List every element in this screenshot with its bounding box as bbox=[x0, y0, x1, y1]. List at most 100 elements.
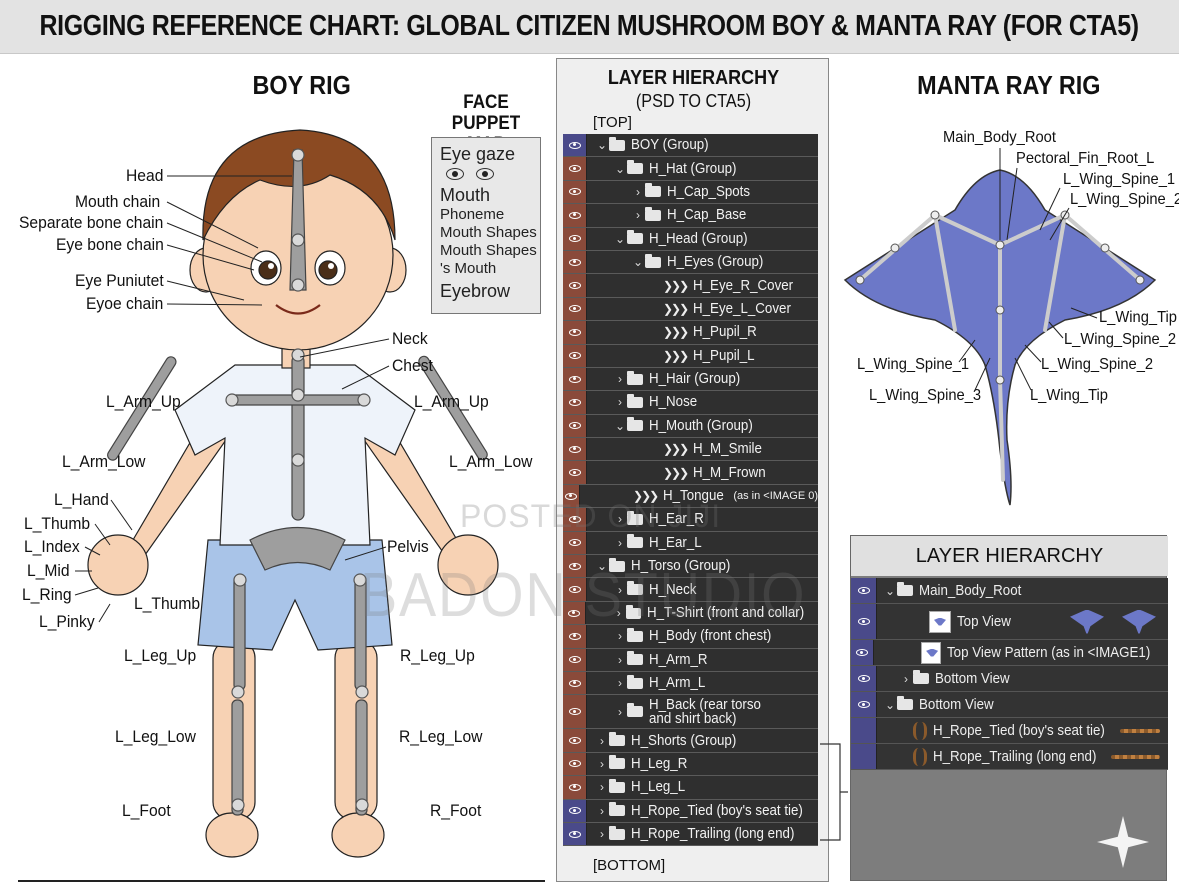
chevron-right-icon[interactable]: › bbox=[636, 208, 640, 223]
layer-row[interactable]: ›H_Cap_Spots bbox=[563, 180, 818, 205]
manta-layer-row[interactable]: ⌄Bottom View bbox=[851, 692, 1168, 718]
layer-row[interactable]: ❯❯❯H_Pupil_R bbox=[563, 321, 818, 345]
visibility-cell[interactable] bbox=[851, 744, 877, 769]
visibility-eye-icon[interactable] bbox=[851, 666, 877, 691]
layer-row[interactable]: ›H_Cap_Base bbox=[563, 204, 818, 228]
layer-row[interactable]: ❯❯❯H_Eye_L_Cover bbox=[563, 297, 818, 322]
visibility-eye-icon[interactable] bbox=[563, 157, 587, 180]
chevron-right-icon[interactable]: › bbox=[618, 676, 622, 691]
layer-row[interactable]: ❯❯❯H_Eye_R_Cover bbox=[563, 274, 818, 298]
visibility-eye-icon[interactable] bbox=[563, 344, 587, 367]
visibility-eye-icon[interactable] bbox=[563, 414, 587, 438]
chevron-down-icon[interactable]: ⌄ bbox=[614, 231, 626, 246]
visibility-eye-icon[interactable] bbox=[563, 484, 581, 508]
layer-row[interactable]: ›H_Body (front chest) bbox=[563, 625, 818, 649]
visibility-eye-icon[interactable] bbox=[563, 648, 587, 671]
visibility-eye-icon[interactable] bbox=[563, 752, 587, 776]
visibility-eye-icon[interactable] bbox=[563, 776, 587, 799]
chevron-right-icon[interactable]: › bbox=[618, 512, 622, 527]
manta-layer-row[interactable]: ›Bottom View bbox=[851, 666, 1168, 692]
manta-layer-row[interactable]: Top View Pattern (as in <IMAGE1) bbox=[851, 640, 1168, 666]
chevron-right-icon[interactable]: › bbox=[618, 652, 622, 667]
chevron-right-icon[interactable]: › bbox=[618, 629, 622, 644]
chevron-right-icon[interactable]: › bbox=[618, 582, 622, 597]
chevron-right-icon[interactable]: › bbox=[618, 372, 622, 387]
visibility-eye-icon[interactable] bbox=[563, 625, 587, 648]
visibility-eye-icon[interactable] bbox=[563, 531, 587, 555]
chevron-down-icon[interactable]: ⌄ bbox=[596, 559, 608, 574]
visibility-eye-icon[interactable] bbox=[563, 367, 587, 391]
visibility-eye-icon[interactable] bbox=[563, 729, 587, 752]
layer-row[interactable]: ›H_Arm_R bbox=[563, 648, 818, 672]
visibility-eye-icon[interactable] bbox=[851, 604, 877, 639]
visibility-eye-icon[interactable] bbox=[851, 640, 875, 665]
chevron-down-icon[interactable]: ⌄ bbox=[632, 255, 644, 270]
visibility-eye-icon[interactable] bbox=[563, 578, 587, 601]
visibility-eye-icon[interactable] bbox=[563, 438, 587, 461]
visibility-eye-icon[interactable] bbox=[851, 578, 877, 603]
chevron-down-icon[interactable]: ⌄ bbox=[614, 161, 626, 176]
layer-row[interactable]: ⌄H_Head (Group) bbox=[563, 227, 818, 251]
manta-layer-row[interactable]: H_Rope_Trailing (long end) bbox=[851, 744, 1168, 770]
visibility-eye-icon[interactable] bbox=[563, 321, 587, 344]
layer-row[interactable]: ⌄H_Eyes (Group) bbox=[563, 250, 818, 275]
chevron-right-icon[interactable]: › bbox=[618, 535, 622, 550]
visibility-eye-icon[interactable] bbox=[563, 799, 587, 822]
visibility-eye-icon[interactable] bbox=[563, 822, 587, 846]
visibility-eye-icon[interactable] bbox=[563, 601, 587, 625]
layer-row[interactable]: ›H_Ear_R bbox=[563, 508, 818, 532]
layer-row[interactable]: ›H_T-Shirt (front and collar) bbox=[563, 601, 818, 626]
visibility-eye-icon[interactable] bbox=[563, 555, 587, 578]
layer-row[interactable]: ›H_Rope_Trailing (long end) bbox=[563, 822, 818, 847]
layer-row[interactable]: ›H_Leg_R bbox=[563, 752, 818, 777]
chevron-down-icon[interactable]: ⌄ bbox=[614, 418, 626, 433]
visibility-eye-icon[interactable] bbox=[563, 134, 587, 157]
layer-row[interactable]: ›H_Hair (Group) bbox=[563, 367, 818, 392]
layer-row[interactable]: ›H_Nose bbox=[563, 391, 818, 415]
layer-row[interactable]: ›H_Ear_L bbox=[563, 531, 818, 556]
chevron-right-icon[interactable]: › bbox=[600, 756, 604, 771]
visibility-eye-icon[interactable] bbox=[563, 508, 587, 531]
layer-row[interactable]: ›H_Shorts (Group) bbox=[563, 729, 818, 753]
chevron-right-icon[interactable]: › bbox=[600, 827, 604, 842]
chevron-down-icon[interactable]: ⌄ bbox=[596, 138, 608, 153]
chevron-right-icon[interactable]: › bbox=[904, 671, 908, 686]
chevron-right-icon[interactable]: › bbox=[618, 704, 622, 719]
chevron-right-icon[interactable]: › bbox=[600, 733, 604, 748]
visibility-eye-icon[interactable] bbox=[563, 461, 587, 484]
visibility-eye-icon[interactable] bbox=[563, 274, 587, 297]
layer-row[interactable]: ›H_Rope_Tied (boy's seat tie) bbox=[563, 799, 818, 823]
visibility-eye-icon[interactable] bbox=[563, 671, 587, 695]
layer-row[interactable]: ›H_Arm_L bbox=[563, 671, 818, 696]
chevron-right-icon[interactable]: › bbox=[636, 184, 640, 199]
layer-row[interactable]: ⌄H_Torso (Group) bbox=[563, 555, 818, 579]
visibility-eye-icon[interactable] bbox=[563, 297, 587, 321]
visibility-eye-icon[interactable] bbox=[563, 204, 587, 227]
visibility-eye-icon[interactable] bbox=[563, 180, 587, 204]
layer-row[interactable]: ❯❯❯H_M_Smile bbox=[563, 438, 818, 462]
manta-layer-row[interactable]: H_Rope_Tied (boy's seat tie) bbox=[851, 718, 1168, 744]
layer-row[interactable]: ›H_Leg_L bbox=[563, 776, 818, 800]
layer-row[interactable]: ⌄H_Mouth (Group) bbox=[563, 414, 818, 439]
visibility-eye-icon[interactable] bbox=[851, 692, 877, 717]
layer-row[interactable]: ⌄BOY (Group) bbox=[563, 134, 818, 158]
chevron-right-icon[interactable]: › bbox=[600, 780, 604, 795]
visibility-eye-icon[interactable] bbox=[563, 391, 587, 414]
layer-row[interactable]: ❯❯❯H_Tongue(as in <IMAGE 0) bbox=[563, 484, 818, 509]
layer-row[interactable]: ›H_Neck bbox=[563, 578, 818, 602]
manta-layer-row[interactable]: ⌄Main_Body_Root bbox=[851, 578, 1168, 604]
layer-row[interactable]: ❯❯❯H_Pupil_L bbox=[563, 344, 818, 368]
visibility-cell[interactable] bbox=[851, 718, 877, 743]
visibility-eye-icon[interactable] bbox=[563, 250, 587, 274]
chevron-down-icon[interactable]: ⌄ bbox=[884, 697, 896, 712]
visibility-eye-icon[interactable] bbox=[563, 695, 587, 729]
chevron-right-icon[interactable]: › bbox=[616, 606, 621, 620]
manta-layer-row[interactable]: Top View bbox=[851, 604, 1168, 640]
layer-row[interactable]: ⌄H_Hat (Group) bbox=[563, 157, 818, 181]
chevron-right-icon[interactable]: › bbox=[618, 395, 622, 410]
visibility-eye-icon[interactable] bbox=[563, 227, 587, 250]
layer-row[interactable]: ❯❯❯H_M_Frown bbox=[563, 461, 818, 485]
chevron-right-icon[interactable]: › bbox=[600, 803, 604, 818]
chevron-down-icon[interactable]: ⌄ bbox=[884, 583, 896, 598]
